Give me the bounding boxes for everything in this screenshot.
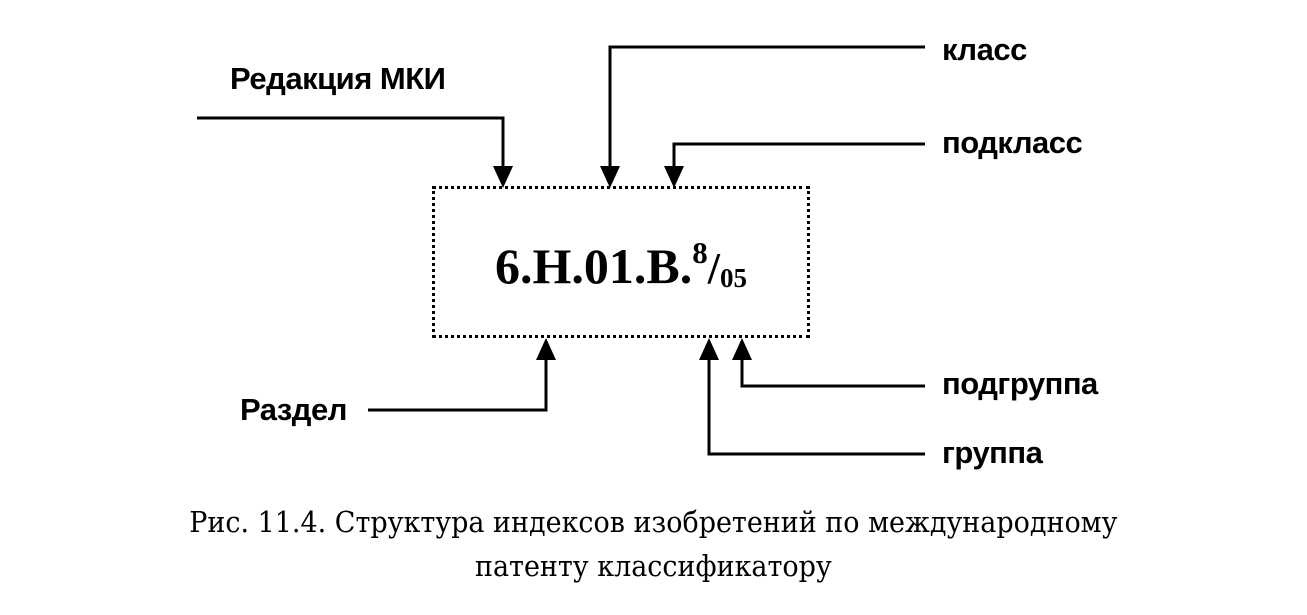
caption-line-2: патенту классификатору <box>474 549 832 583</box>
edition-arrowhead <box>493 166 513 188</box>
subgroup-connector <box>740 357 925 388</box>
index-code-denominator: 05 <box>719 263 747 293</box>
label-subclass: подкласс <box>942 125 1083 160</box>
index-code-main: 6.H.01.B. <box>495 238 693 294</box>
figure-caption: Рис. 11.4. Структура индексов изобретени… <box>46 500 1262 588</box>
index-box: 6.H.01.B.8/05 <box>432 186 810 338</box>
index-code: 6.H.01.B.8/05 <box>435 237 807 292</box>
subclass-arrowhead <box>664 166 684 188</box>
label-subgroup: подгруппа <box>942 366 1098 401</box>
index-code-numerator: 8 <box>692 235 708 270</box>
class-arrowhead <box>600 166 620 188</box>
index-code-slash: / <box>707 244 720 293</box>
subgroup-arrowhead <box>732 338 752 360</box>
label-class: класс <box>942 32 1027 67</box>
label-section: Раздел <box>240 392 347 427</box>
class-connector <box>608 45 925 168</box>
group-arrowhead <box>699 338 719 360</box>
label-group: группа <box>942 435 1043 470</box>
subclass-connector <box>672 142 925 168</box>
edition-connector <box>197 116 505 168</box>
section-arrowhead <box>536 338 556 360</box>
label-edition: Редакция МКИ <box>230 61 446 96</box>
section-connector <box>368 357 548 412</box>
group-connector <box>707 357 925 456</box>
caption-line-1: Рис. 11.4. Структура индексов изобретени… <box>189 505 1118 539</box>
